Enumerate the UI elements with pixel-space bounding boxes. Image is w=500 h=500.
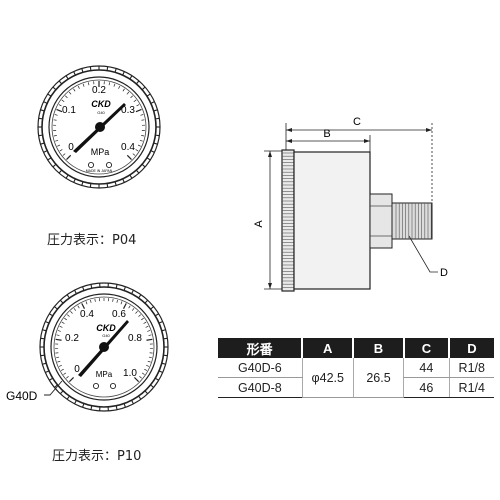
gauge-p10-leader-line [44, 380, 63, 396]
table-row: G40D-6 φ42.5 26.5 44 R1/8 [218, 358, 494, 398]
gauge-p04-hole-left [87, 161, 95, 169]
dim-a-label: A [253, 220, 265, 228]
gauge-p04-label-4: 0.4 [121, 142, 135, 153]
gauge-p04: 0 0.1 0.2 0.3 0.4 CKD G40 MPa MADE IN JA… [37, 65, 161, 189]
side-view-drawing: C B A D [253, 116, 448, 292]
dim-d-leader [408, 235, 438, 273]
header-d: D [448, 338, 494, 358]
gauge-p10-model: G40 [102, 333, 110, 338]
gauge-p04-needle [73, 103, 126, 153]
gauge-p10-hole-left [92, 382, 100, 390]
cell-c: 46 [403, 377, 449, 398]
cell-b: 26.5 [352, 358, 404, 398]
header-a: A [301, 338, 354, 358]
gauge-p04-unit: MPa [91, 147, 110, 157]
header-b: B [352, 338, 404, 358]
side-view-knurl [282, 152, 294, 288]
cell-c: 44 [403, 358, 449, 378]
cell-a: φ42.5 [301, 358, 354, 398]
cell-model: G40D-6 [218, 358, 303, 378]
side-view-thread [395, 203, 432, 239]
header-c: C [402, 338, 449, 358]
dim-d-label: D [440, 267, 448, 279]
gauge-p10-label-1: 0.2 [65, 333, 79, 344]
dim-b-label: B [323, 128, 330, 140]
cell-d: R1/8 [448, 358, 494, 378]
gauge-p10-label-2: 0.4 [80, 309, 94, 320]
gauge-p10-brand: CKD [96, 323, 116, 333]
caption-p10: 圧力表示：P10 [52, 449, 142, 464]
gauge-p10-label-3: 0.6 [112, 309, 126, 320]
gauge-p04-label-0: 0 [68, 142, 74, 153]
gauge-p04-label-3: 0.3 [121, 105, 135, 116]
gauge-p04-model: G40 [97, 110, 105, 115]
gauge-p10-label-4: 0.8 [128, 333, 142, 344]
gauge-p10-needle [78, 320, 129, 377]
gauge-p10-hole-right [109, 382, 117, 390]
table-row: G40D-8 46 R1/4 [218, 377, 494, 398]
gauge-p10-label-5: 1.0 [123, 368, 137, 379]
header-model: 形番 [218, 338, 303, 358]
gauge-p10-model-label: G40D [6, 389, 38, 403]
caption-p04: 圧力表示：P04 [47, 233, 137, 248]
spec-table-header: 形番 A B C D [218, 338, 494, 358]
gauge-p04-ticks [53, 81, 145, 160]
gauge-p10: 0 0.2 0.4 0.6 0.8 1.0 CKD G40 MPa G40D [6, 282, 169, 412]
gauge-p10-unit: MPa [96, 370, 113, 379]
gauge-p04-label-1: 0.1 [62, 105, 76, 116]
spec-table: 形番 A B C D G40D-6 φ42.5 26.5 44 R1/8 G40… [218, 338, 494, 398]
gauge-p04-label-2: 0.2 [92, 85, 106, 96]
gauge-p04-hole-right [105, 161, 113, 169]
dim-c-label: C [353, 116, 361, 128]
gauge-p10-label-0: 0 [74, 364, 80, 375]
gauge-p04-brand: CKD [91, 99, 111, 109]
cell-d: R1/4 [448, 377, 494, 398]
gauge-p04-maker: MADE IN JAPAN [86, 169, 113, 173]
gauge-p10-ticks [55, 298, 153, 383]
cell-model: G40D-8 [218, 377, 303, 398]
